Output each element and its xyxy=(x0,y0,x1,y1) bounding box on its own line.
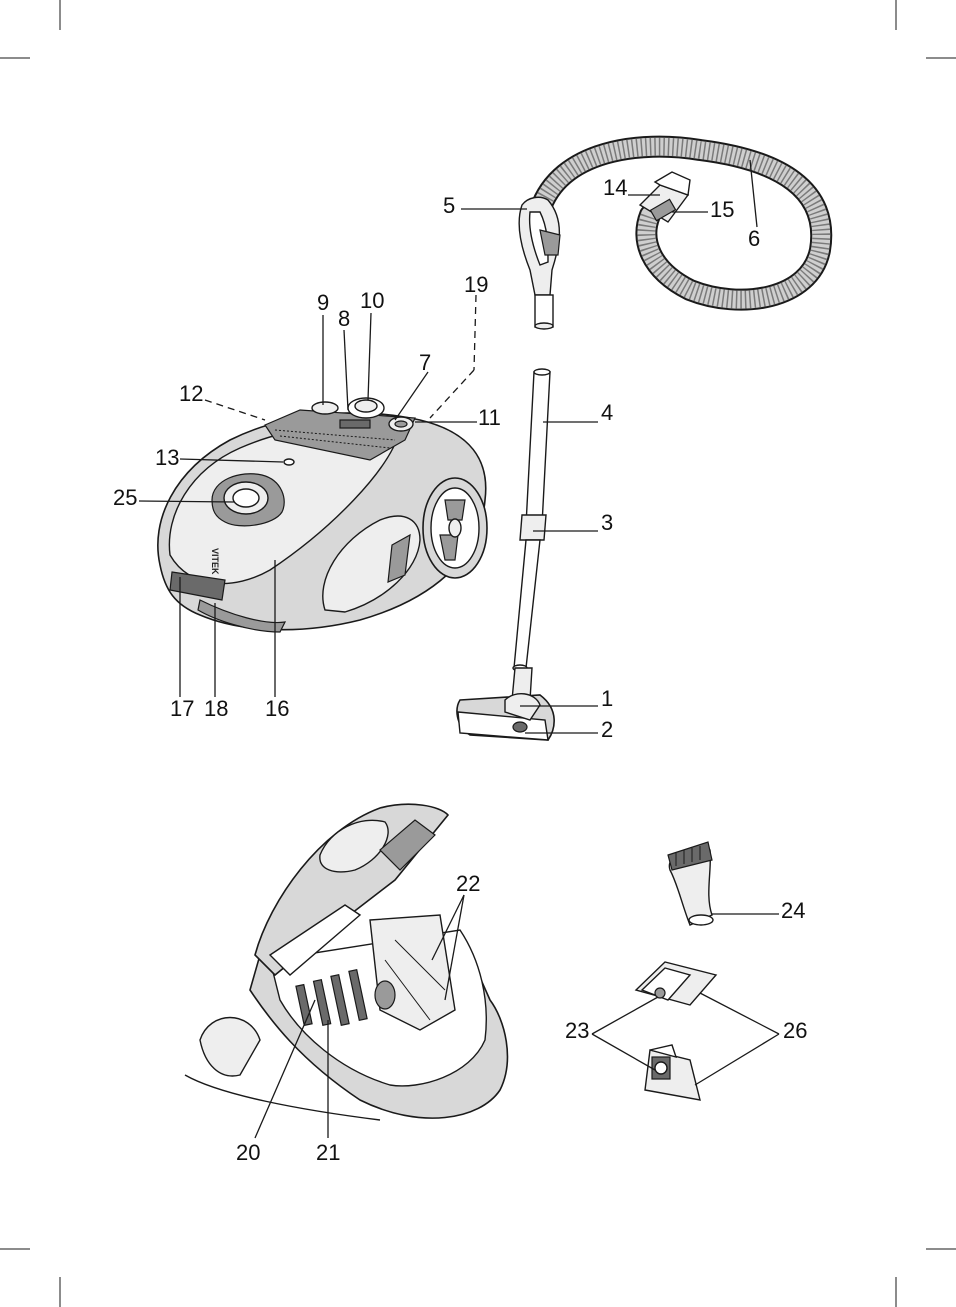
label-10: 10 xyxy=(360,288,384,313)
label-22: 22 xyxy=(456,871,480,896)
label-15: 15 xyxy=(710,197,734,222)
label-19: 19 xyxy=(464,272,488,297)
label-2: 2 xyxy=(601,717,613,742)
label-13: 13 xyxy=(155,445,179,470)
vacuum-open-compartment xyxy=(184,803,509,1121)
dust-bag-standing xyxy=(644,1044,701,1101)
label-16: 16 xyxy=(265,696,289,721)
label-11: 11 xyxy=(478,405,501,430)
telescopic-tube xyxy=(512,368,551,672)
hose-assembly xyxy=(518,135,833,330)
label-7: 7 xyxy=(419,350,431,375)
label-9: 9 xyxy=(317,290,329,315)
label-21: 21 xyxy=(316,1140,340,1165)
crevice-brush-tool xyxy=(667,841,714,926)
label-5: 5 xyxy=(443,193,455,218)
label-26: 26 xyxy=(783,1018,807,1043)
label-3: 3 xyxy=(601,510,613,535)
brand-logo-text: VITEK xyxy=(210,548,220,575)
label-1: 1 xyxy=(601,686,613,711)
floor-brush xyxy=(456,667,555,741)
vacuum-body: VITEK xyxy=(157,397,488,633)
label-25: 25 xyxy=(113,485,137,510)
label-24: 24 xyxy=(781,898,805,923)
leader-lines xyxy=(138,159,780,1139)
label-8: 8 xyxy=(338,306,350,331)
label-6: 6 xyxy=(748,226,760,251)
label-14: 14 xyxy=(603,175,627,200)
label-23: 23 xyxy=(565,1018,589,1043)
label-18: 18 xyxy=(204,696,228,721)
dust-bag-flat xyxy=(634,961,718,1006)
label-4: 4 xyxy=(601,400,613,425)
label-12: 12 xyxy=(179,381,203,406)
part-number-labels: 5 14 15 6 19 9 8 10 7 12 11 13 25 17 18 … xyxy=(113,175,807,1165)
label-20: 20 xyxy=(236,1140,260,1165)
label-17: 17 xyxy=(170,696,194,721)
